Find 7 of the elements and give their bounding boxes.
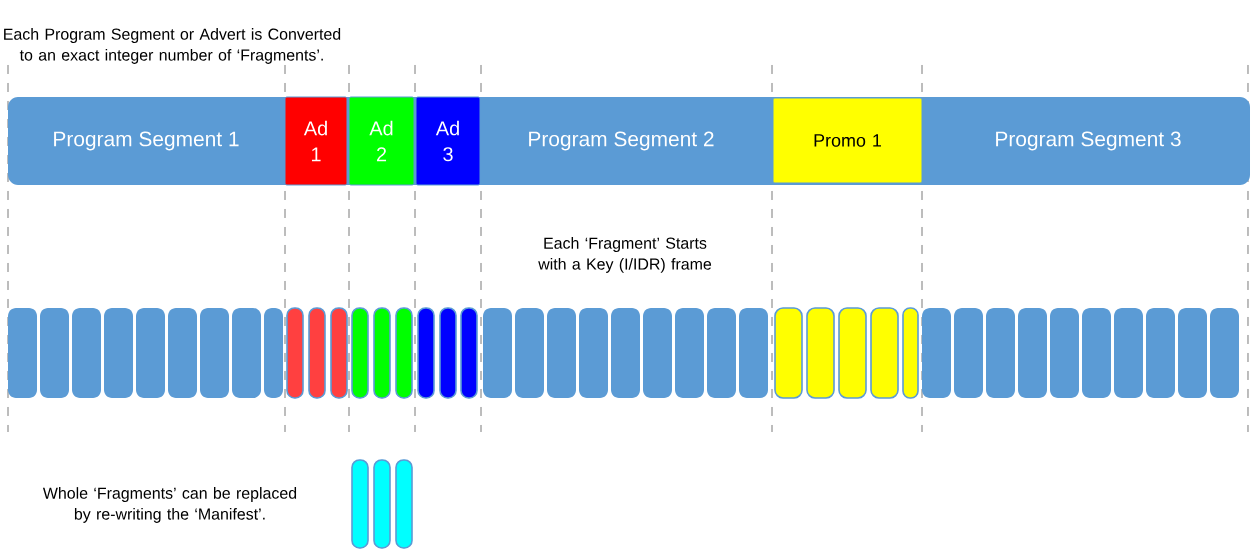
ad-box: Ad 3 — [415, 96, 481, 186]
ad-box: Ad 1 — [284, 96, 348, 186]
annotation-text: Whole ‘Fragments’ can be replaced by re-writing the ‘Manifest’. — [42, 487, 297, 523]
ad-box: Ad 2 — [348, 96, 415, 186]
annotation-text: Each Program Segment or Advert is Converted to an exact integer number of ‘Fragments’. — [4, 28, 341, 64]
annotation-text: Each ‘Fragment’ Starts with a Key (I/IDR) frame — [538, 237, 712, 273]
promo-box: Promo 1 — [772, 97, 923, 184]
